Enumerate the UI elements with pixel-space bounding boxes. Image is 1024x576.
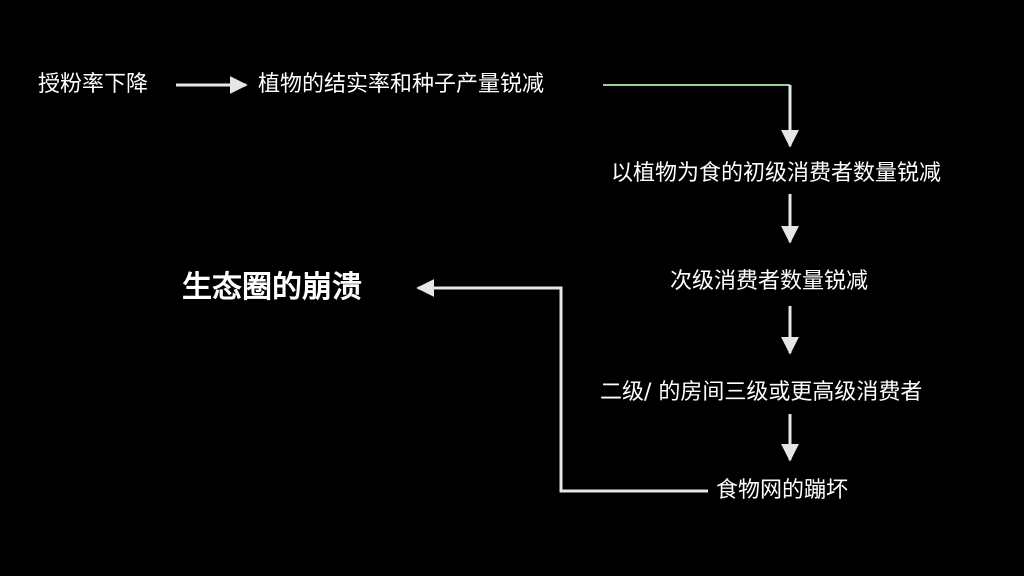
node-plant-yield-decline: 植物的结实率和种子产量锐减 xyxy=(258,72,545,97)
node-secondary-consumers: 次级消费者数量锐减 xyxy=(670,269,869,294)
node-food-web-collapse: 食物网的蹦坏 xyxy=(716,478,849,503)
arrow-foodweb-to-collapse xyxy=(416,279,708,493)
node-ecosystem-collapse: 生态圈的崩溃 xyxy=(182,270,362,305)
node-primary-consumers: 以植物为食的初级消费者数量锐减 xyxy=(611,161,942,186)
node-tertiary-consumers: 二级/ 的房间三级或更高级消费者 xyxy=(600,380,923,405)
node-pollination-decline: 授粉率下降 xyxy=(38,72,149,97)
